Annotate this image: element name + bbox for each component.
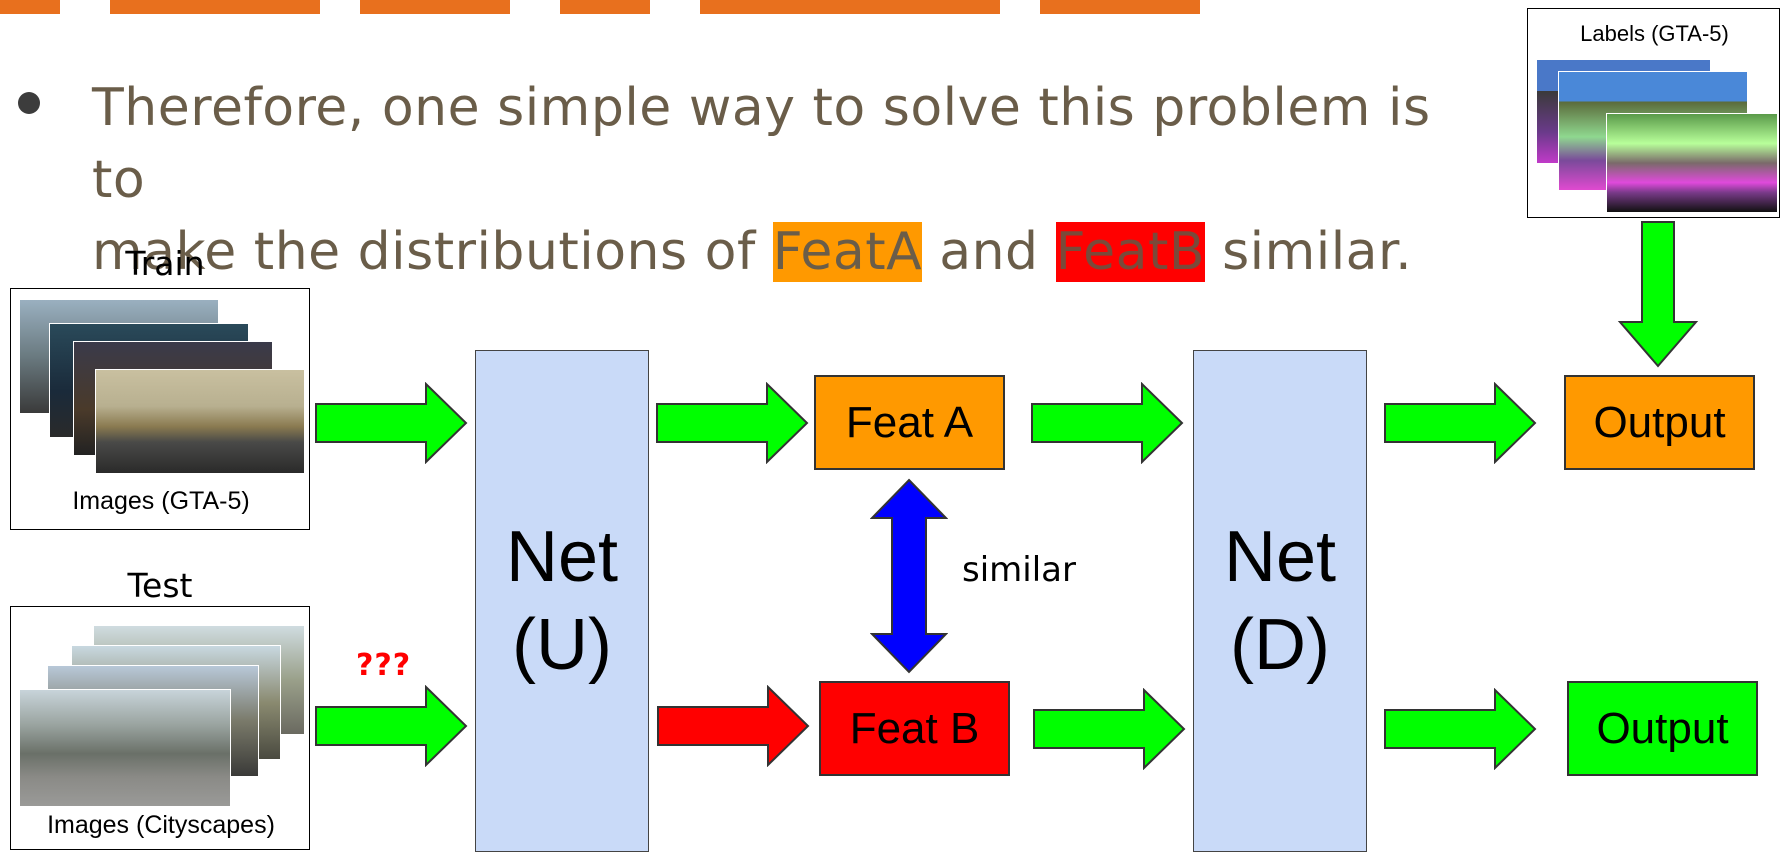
test-image-frame: Images (Cityscapes) — [10, 606, 310, 850]
bullet-line-2-pre: make the distributions of — [92, 222, 773, 282]
netu-to-featb-arrow — [657, 685, 810, 767]
train-caption: Images (GTA-5) — [72, 487, 250, 515]
netu-to-feata-arrow — [656, 382, 809, 464]
feata-to-netd-arrow — [1031, 382, 1184, 464]
net-d-line-1: Net — [1223, 517, 1337, 597]
bullet-dot — [18, 92, 40, 114]
featb-to-netd-arrow — [1033, 688, 1186, 770]
net-u-line-2: (U) — [512, 605, 612, 685]
bullet-text: Therefore, one simple way to solve this … — [92, 72, 1492, 288]
feat-b-highlight: FeatB — [1055, 222, 1206, 282]
labels-down-arrow — [1617, 221, 1699, 368]
test-to-netu-arrow — [315, 685, 468, 767]
test-photo-front — [19, 689, 231, 807]
train-to-netu-arrow — [315, 382, 468, 464]
cropped-title — [0, 0, 1300, 16]
labels-caption: Labels (GTA-5) — [1580, 21, 1729, 46]
train-image-frame: Images (GTA-5) — [10, 288, 310, 530]
test-caption: Images (Cityscapes) — [47, 811, 275, 839]
feat-b-box: Feat B — [819, 681, 1010, 776]
label-map-front — [1606, 113, 1778, 213]
bullet-line-2-mid: and — [922, 222, 1056, 282]
bullet-line-2: make the distributions of FeatA and Feat… — [92, 216, 1492, 288]
net-d-line-2: (D) — [1230, 605, 1330, 685]
output-bottom-box: Output — [1567, 681, 1758, 776]
feat-a-box: Feat A — [814, 375, 1005, 470]
train-label: Train — [125, 244, 205, 283]
output-top-box: Output — [1564, 375, 1755, 470]
bullet-line-2-post: similar. — [1205, 222, 1413, 282]
feat-a-highlight: FeatA — [772, 222, 923, 282]
net-u-line-1: Net — [505, 517, 619, 597]
net-u-box: Net (U) — [475, 350, 649, 852]
similar-label: similar — [962, 550, 1076, 590]
train-photo-front — [95, 369, 305, 474]
bullet-line-1: Therefore, one simple way to solve this … — [92, 78, 1431, 210]
netd-to-output-top-arrow — [1384, 382, 1537, 464]
netd-to-output-bottom-arrow — [1384, 688, 1537, 770]
net-d-box: Net (D) — [1193, 350, 1367, 852]
unknown-marks: ??? — [356, 648, 412, 683]
test-label: Test — [127, 566, 193, 605]
labels-image-frame: Labels (GTA-5) — [1527, 8, 1780, 218]
similar-double-arrow — [870, 478, 948, 674]
